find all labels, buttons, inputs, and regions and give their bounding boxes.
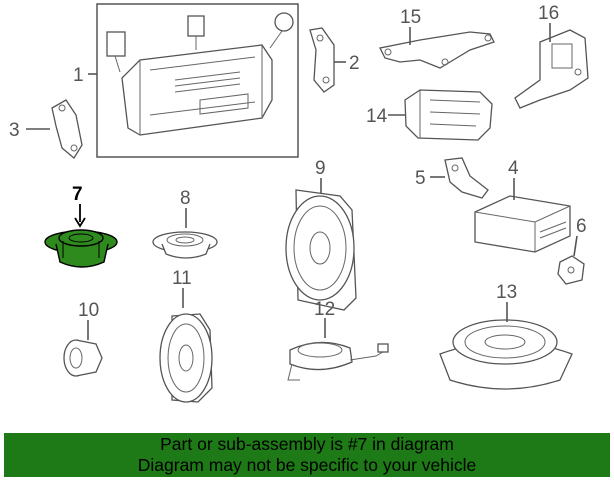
callout-6: 6	[576, 216, 587, 237]
footer-line-1: Part or sub-assembly is #7 in diagram	[160, 434, 454, 454]
callout-7: 7	[72, 184, 83, 205]
callout-13: 13	[496, 282, 517, 303]
callout-2: 2	[349, 53, 360, 74]
part-3-bracket	[51, 99, 83, 159]
part-7-speaker-highlighted	[44, 229, 118, 268]
part-11-speaker	[159, 313, 213, 403]
part-10-speaker	[63, 339, 103, 377]
part-15-bracket	[379, 31, 495, 69]
parts-diagram: 1 2 3 15 16 14 5	[9, 3, 589, 403]
part-8-speaker	[152, 231, 218, 259]
footer-banner: Part or sub-assembly is #7 in diagram Di…	[4, 433, 610, 477]
callout-4: 4	[508, 158, 519, 179]
part-5-bracket	[444, 157, 489, 199]
callout-1: 1	[73, 65, 84, 86]
callout-15: 15	[400, 7, 421, 28]
callout-14: 14	[366, 106, 388, 127]
callout-11: 11	[172, 268, 192, 289]
callout-5: 5	[415, 168, 426, 189]
callout-3: 3	[9, 120, 20, 141]
callout-16: 16	[538, 3, 559, 24]
callout-12: 12	[314, 299, 335, 320]
callout-9: 9	[315, 158, 326, 179]
part-14-module	[404, 89, 493, 141]
part-4-amplifier	[474, 195, 571, 253]
footer-line-2: Diagram may not be specific to your vehi…	[137, 455, 477, 475]
part-6-bracket	[557, 255, 585, 285]
part-9-speaker	[285, 189, 357, 311]
part-2-bracket	[309, 27, 335, 93]
part-1-head-unit	[96, 3, 299, 158]
part-12-speaker	[287, 341, 389, 381]
part-13-speaker	[439, 319, 573, 390]
part-16-bracket	[514, 29, 589, 109]
callout-8: 8	[180, 188, 191, 209]
callout-10: 10	[78, 300, 99, 321]
